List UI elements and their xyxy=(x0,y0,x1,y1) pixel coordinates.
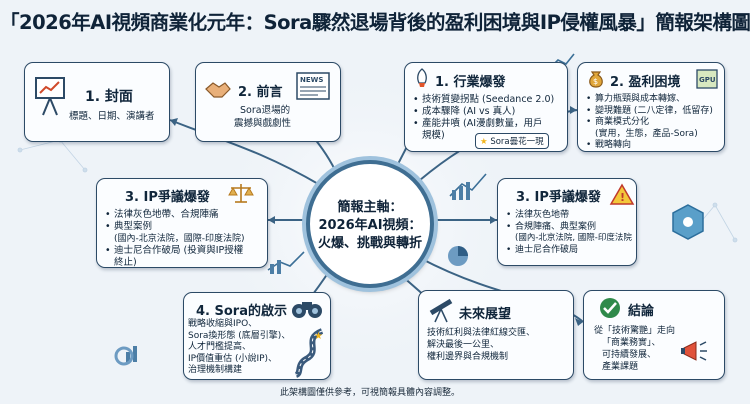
central-theme-hub: 簡報主軸： 2026年AI視頻： 火爆、挑戰與轉折 xyxy=(306,160,434,288)
center-line: 2026年AI視頻： xyxy=(318,218,422,233)
telescope-icon xyxy=(429,298,453,323)
winding-road-icon: ★ xyxy=(294,328,324,378)
card-conclusion: 結論 從「技術驚艷」走向 「商業務實」、 可持續發展、 產業課題 xyxy=(583,290,725,380)
handshake-icon xyxy=(205,82,231,98)
svg-text:!: ! xyxy=(620,191,625,204)
card-text-line: 「商業務實」、 xyxy=(602,338,661,348)
card-text-line: 產業課題 xyxy=(602,362,639,372)
list-item: 典型案例 xyxy=(105,221,267,233)
card-list: 戰略收縮與IPO、 Sora換形態 (底層引擎)、 人才門檻提高、 IP價值重估… xyxy=(188,319,318,377)
list-item-continuation: (國內-北京法院，國際-印度法院) xyxy=(114,234,245,244)
card-sora-inspiration: 4. Sora的啟示 戰略收縮與IPO、 Sora換形態 (底層引擎)、 人才門… xyxy=(183,292,331,380)
list-item: 商業模式分化 xyxy=(586,117,724,129)
money-bag-icon: $ xyxy=(589,71,603,88)
card-cover: 1. 封面 標題、日期、演講者 xyxy=(24,62,170,142)
card-heading: 1. 封面 xyxy=(85,89,133,105)
card-text-line: 可持續發展、 xyxy=(602,350,657,360)
center-line: 簡報主軸： xyxy=(337,200,403,215)
svg-text:★: ★ xyxy=(314,331,323,342)
card-ip-controversy-right: 3. IP爭議爆發 ! 法律灰色地帶 合規陣痛、典型案例 (國內-北京法院, 國… xyxy=(497,178,637,266)
list-item: 人才門檻提高、 xyxy=(188,342,252,352)
card-text-line: 解決最後一公里、 xyxy=(427,340,500,350)
card-heading: 結論 xyxy=(628,304,655,319)
card-heading: 4. Sora的啟示 xyxy=(196,304,287,319)
list-item: 產能井噴 (AI漫劇數量，用戶 xyxy=(413,118,567,130)
card-future-outlook: 未來展望 技術紅利與法律紅線交匯、 解決最後一公里、 權利邊界與合規機制 xyxy=(418,290,574,380)
binoculars-icon xyxy=(292,302,322,318)
list-item: 戰略轉向 xyxy=(586,140,724,152)
card-heading: 3. IP爭議爆發 xyxy=(516,190,601,205)
card-heading: 1. 行業爆發 xyxy=(435,75,506,90)
svg-text:$: $ xyxy=(593,77,598,86)
list-item: 迪士尼合作破局 xyxy=(506,245,636,257)
list-item: 法律灰色地帶 xyxy=(506,210,636,222)
list-item: IP價值重估 (小說IP)、 xyxy=(188,353,278,364)
card-heading: 2. 盈利困境 xyxy=(610,75,681,90)
card-profit-dilemma: $ 2. 盈利困境 GPU 算力瓶頸與成本轉嫁、 變現難題 (二八定律，低留存)… xyxy=(577,62,725,152)
list-item: 算力瓶頸與成本轉嫁、 xyxy=(586,94,724,106)
card-heading: 3. IP爭議爆發 xyxy=(125,190,210,205)
card-text-line: 從「技術驚艷」走向 xyxy=(594,326,676,336)
card-text-line: 技術紅利與法律紅線交匯、 xyxy=(427,328,536,338)
list-item: Sora換形態 (底層引擎)、 xyxy=(188,330,291,341)
card-heading: 2. 前言 xyxy=(238,85,283,100)
card-list: 法律灰色地帶、合規陣痛 典型案例 (國內-北京法院，國際-印度法院) 迪士尼合作… xyxy=(103,209,267,269)
card-heading: 未來展望 xyxy=(459,307,512,322)
card-text: 標題、日期、演講者 xyxy=(69,111,155,122)
list-item-continuation: (實用，生態，產品-Sora) xyxy=(595,128,698,139)
list-item: 戰略收縮與IPO、 xyxy=(188,319,258,329)
list-item-continuation: (國內-北京法院, 國際-印度法院 xyxy=(515,233,632,243)
footer-note: 此架構圖僅供參考，可視簡報具體內容調整。 xyxy=(279,388,460,398)
rocket-icon xyxy=(417,68,427,87)
list-item-continuation: 規模) xyxy=(422,130,445,141)
card-industry-boom: 1. 行業爆發 技術質變拐點 (Seedance 2.0) 成本驟降 (AI v… xyxy=(404,62,568,152)
page-title: 「2026年AI視頻商業化元年：Sora驟然退場背後的盈利困境與IP侵權風暴」簡… xyxy=(0,11,750,34)
list-item: 成本驟降 (AI vs 真人) xyxy=(413,106,567,118)
scales-icon xyxy=(228,184,254,203)
newspaper-icon: NEWS xyxy=(296,72,330,100)
card-text-line: Sora退場的 xyxy=(240,105,291,116)
card-list: 法律灰色地帶 合規陣痛、典型案例 (國內-北京法院, 國際-印度法院 迪士尼合作… xyxy=(504,210,636,256)
megaphone-icon xyxy=(681,341,707,361)
card-list: 技術質變拐點 (Seedance 2.0) 成本驟降 (AI vs 真人) 產能… xyxy=(411,94,567,142)
gpu-chip-icon: GPU xyxy=(696,69,718,89)
card-text-line: 權利邊界與合規機制 xyxy=(427,352,509,362)
checkmark-icon xyxy=(600,298,620,318)
list-item: 變現難題 (二八定律，低留存) xyxy=(586,106,724,118)
card-list: 算力瓶頸與成本轉嫁、 變現難題 (二八定律，低留存) 商業模式分化 (實用，生態… xyxy=(584,94,724,152)
list-item-continuation: 終止) xyxy=(114,257,137,268)
list-item: 迪士尼合作破局 (投資與IP授權 xyxy=(105,245,267,257)
star-icon: ★ xyxy=(480,137,488,147)
list-item: 技術質變拐點 (Seedance 2.0) xyxy=(413,94,567,106)
list-item: 法律灰色地帶、合規陣痛 xyxy=(105,209,267,221)
center-line: 火爆、挑戰與轉折 xyxy=(317,236,422,251)
sora-badge: ★ Sora曇花一現 xyxy=(475,133,549,149)
card-text-line: 震撼與戲劇性 xyxy=(234,118,292,129)
badge-label: Sora曇花一現 xyxy=(490,137,544,147)
list-item: 治理機制構建 xyxy=(188,365,243,375)
card-preface: 2. 前言 NEWS Sora退場的 震撼與戲劇性 xyxy=(195,62,341,142)
card-ip-controversy-left: 3. IP爭議爆發 法律灰色地帶、合規陣痛 典型案例 (國內-北京法院，國際-印… xyxy=(96,178,268,268)
list-item: 合規陣痛、典型案例 xyxy=(506,222,636,234)
presentation-board-icon xyxy=(35,77,65,116)
svg-text:GPU: GPU xyxy=(699,76,716,84)
svg-text:NEWS: NEWS xyxy=(300,76,323,84)
warning-icon: ! xyxy=(609,183,635,205)
